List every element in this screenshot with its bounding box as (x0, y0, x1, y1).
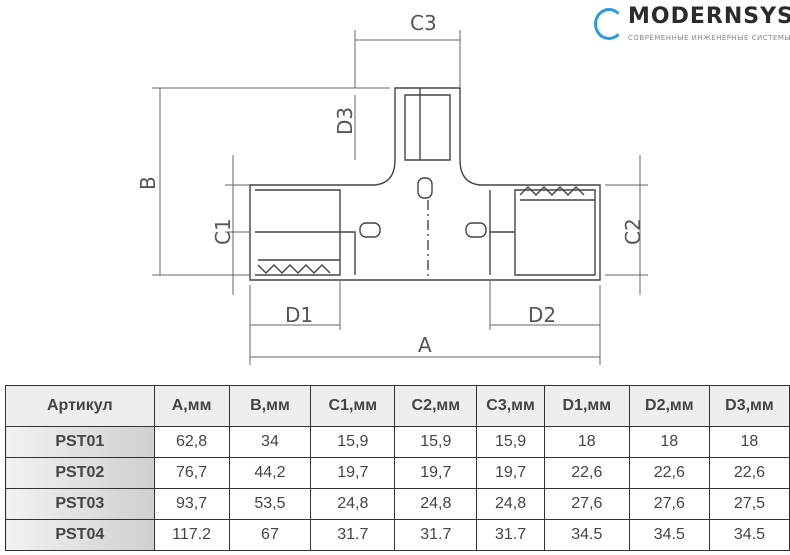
article-cell: PST01 (5, 426, 155, 458)
dim-label-d2: D2 (528, 303, 556, 327)
value-cell: 53,5 (228, 488, 312, 520)
logo-ring-icon (594, 8, 624, 40)
value-cell: 22,6 (543, 457, 630, 489)
header-cell: A,мм (153, 385, 230, 427)
header-cell: B,мм (228, 385, 312, 427)
value-cell: 18 (708, 426, 790, 458)
value-cell: 34.5 (543, 519, 630, 551)
dim-label-c1: C1 (211, 218, 235, 245)
dimensions-table: Артикул A,мм B,мм C1,мм C2,мм C3,мм D1,м… (5, 385, 790, 551)
value-cell: 117.2 (153, 519, 230, 551)
dim-label-d3: D3 (333, 107, 357, 135)
header-cell: D2,мм (628, 385, 710, 427)
article-cell: PST04 (5, 519, 155, 551)
header-cell: C3,мм (476, 385, 545, 427)
value-cell: 34 (228, 426, 312, 458)
value-cell: 27,6 (543, 488, 630, 520)
value-cell: 34.5 (628, 519, 710, 551)
dim-label-c3: C3 (410, 11, 437, 35)
dim-label-c2: C2 (621, 218, 645, 245)
value-cell: 19,7 (394, 457, 478, 489)
value-cell: 18 (543, 426, 630, 458)
logo-name: MODERNSYS (628, 4, 790, 29)
tee-fitting-drawing: C3 D3 B C1 C2 D1 D2 A (136, 11, 648, 365)
header-cell: D1,мм (543, 385, 630, 427)
dim-label-a: A (418, 333, 432, 357)
table-header: Артикул A,мм B,мм C1,мм C2,мм C3,мм D1,м… (5, 385, 790, 427)
value-cell: 76,7 (153, 457, 230, 489)
value-cell: 19,7 (476, 457, 545, 489)
dim-label-b: B (136, 176, 160, 190)
logo-tagline: СОВРЕМЕННЫЕ ИНЖЕНЕРНЫЕ СИСТЕМЫ (628, 34, 790, 42)
value-cell: 62,8 (153, 426, 230, 458)
value-cell: 15,9 (476, 426, 545, 458)
value-cell: 24,8 (394, 488, 478, 520)
value-cell: 22,6 (628, 457, 710, 489)
value-cell: 15,9 (394, 426, 478, 458)
value-cell: 31.7 (476, 519, 545, 551)
article-cell: PST03 (5, 488, 155, 520)
header-cell: C1,мм (310, 385, 396, 427)
value-cell: 44,2 (228, 457, 312, 489)
value-cell: 24,8 (310, 488, 396, 520)
value-cell: 27,5 (708, 488, 790, 520)
value-cell: 31.7 (394, 519, 478, 551)
value-cell: 22,6 (708, 457, 790, 489)
header-cell: D3,мм (708, 385, 790, 427)
value-cell: 15,9 (310, 426, 396, 458)
header-cell: C2,мм (394, 385, 478, 427)
value-cell: 34.5 (708, 519, 790, 551)
article-cell: PST02 (5, 457, 155, 489)
value-cell: 93,7 (153, 488, 230, 520)
value-cell: 24,8 (476, 488, 545, 520)
dim-label-d1: D1 (285, 303, 313, 327)
value-cell: 31.7 (310, 519, 396, 551)
header-cell: Артикул (5, 385, 155, 427)
value-cell: 19,7 (310, 457, 396, 489)
value-cell: 67 (228, 519, 312, 551)
value-cell: 18 (628, 426, 710, 458)
value-cell: 27,6 (628, 488, 710, 520)
modernsys-logo: MODERNSYS СОВРЕМЕННЫЕ ИНЖЕНЕРНЫЕ СИСТЕМЫ (592, 4, 790, 48)
